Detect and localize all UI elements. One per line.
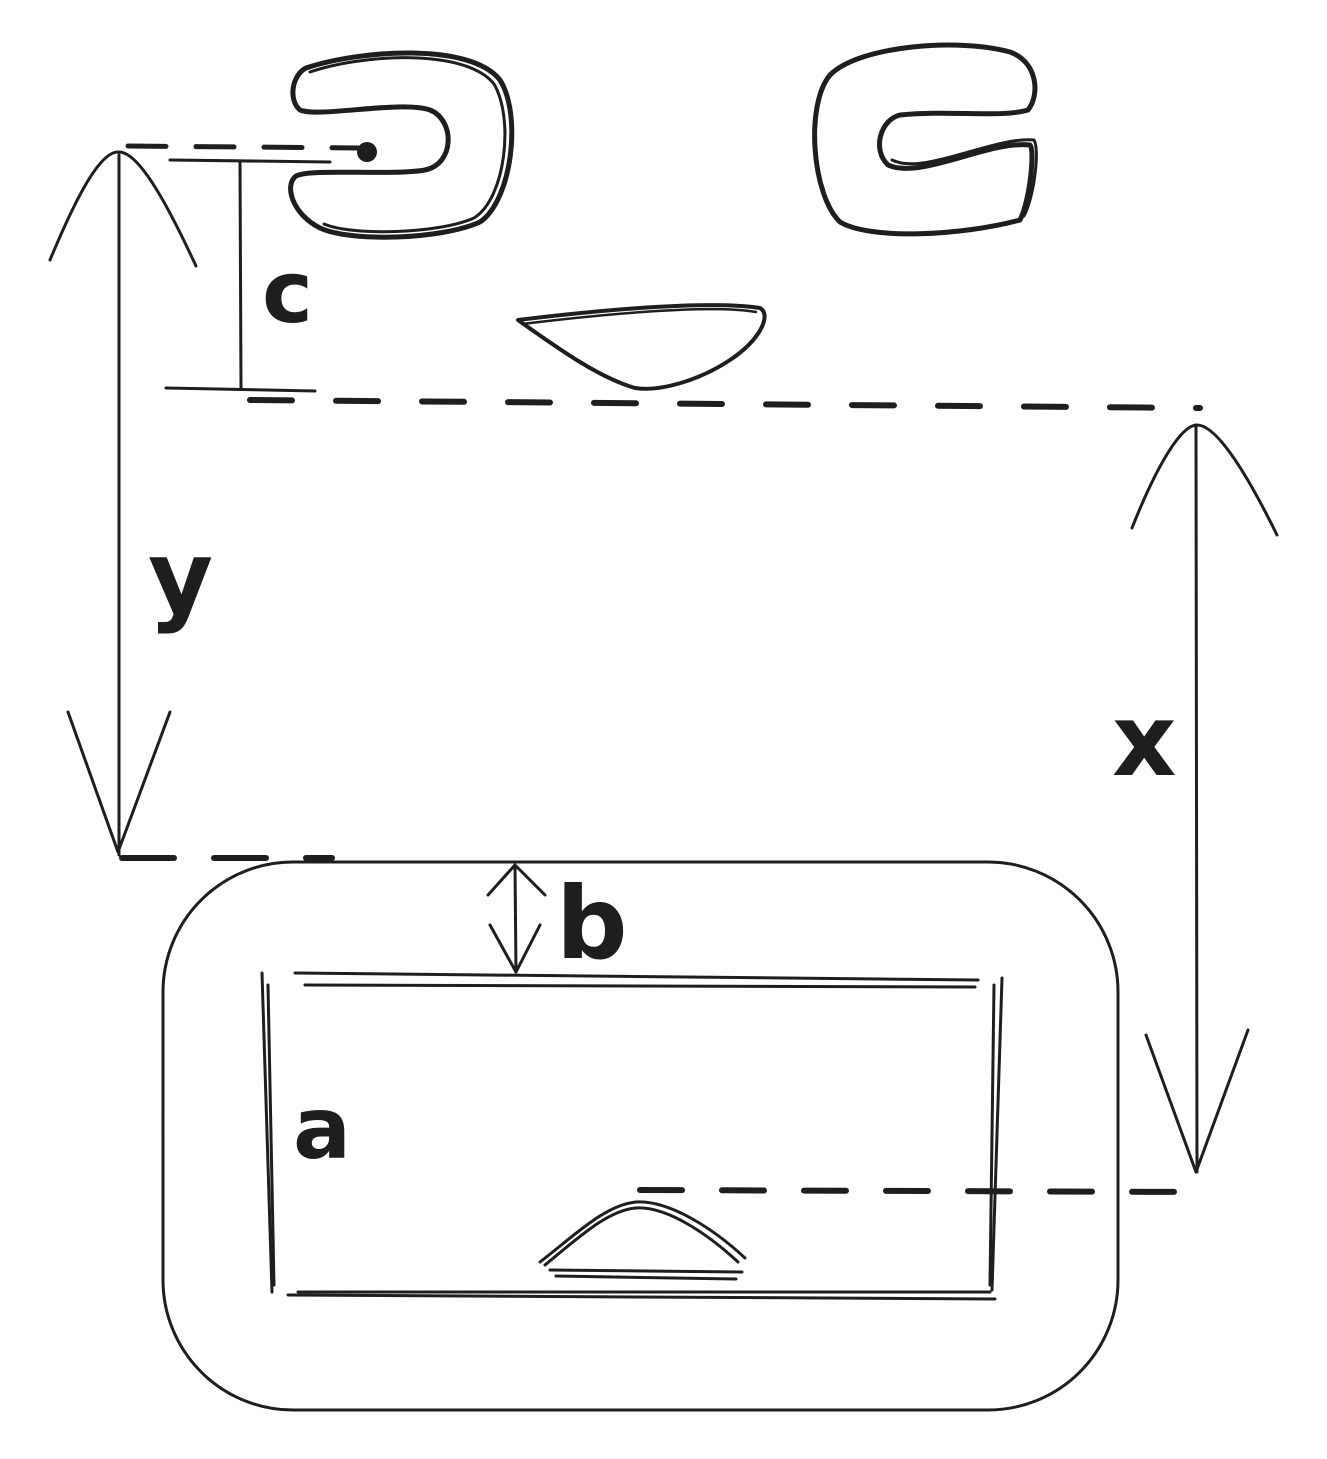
outer-rounded-box bbox=[161, 860, 1120, 1412]
right-ear-shape bbox=[812, 42, 1038, 237]
mouth-shape bbox=[516, 303, 767, 391]
top-dashed-line bbox=[125, 143, 363, 151]
dimension-y-arrow bbox=[48, 150, 198, 857]
dimension-x-arrow bbox=[1130, 423, 1279, 1174]
left-ear-shape bbox=[288, 50, 515, 240]
bottom-dashed-line bbox=[637, 1187, 1198, 1195]
label-a: a bbox=[293, 1079, 351, 1179]
arch-shape bbox=[538, 1200, 747, 1281]
label-b: b bbox=[556, 865, 628, 982]
label-x: x bbox=[1112, 682, 1177, 799]
eye-dot bbox=[357, 142, 377, 162]
inner-rectangle bbox=[260, 971, 1004, 1301]
label-c: c bbox=[262, 243, 313, 343]
dimension-c bbox=[164, 158, 332, 393]
dimension-b-arrow bbox=[486, 863, 547, 974]
sketch: c y x b bbox=[48, 42, 1279, 1412]
label-y: y bbox=[148, 519, 213, 636]
middle-dashed-line bbox=[247, 397, 1203, 411]
